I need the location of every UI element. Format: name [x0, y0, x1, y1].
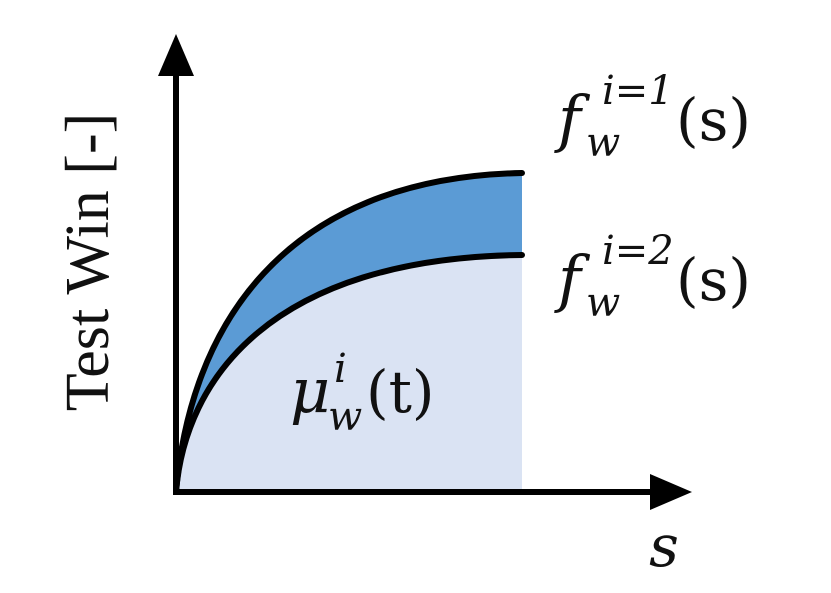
- upper-label-sup: i=1: [602, 68, 674, 114]
- lower-curve-label: f i=2 w (s): [554, 228, 751, 326]
- y-axis-arrow: [158, 34, 194, 76]
- upper-label-arg: (s): [676, 86, 751, 154]
- lower-label-sub: w: [586, 280, 620, 326]
- x-axis-arrow: [650, 474, 692, 510]
- lower-label-arg: (s): [676, 246, 751, 314]
- y-axis-label: Test Win [-]: [54, 113, 122, 412]
- lower-curve: [173, 252, 525, 495]
- upper-curve: [173, 170, 525, 495]
- lower-curve-area: [176, 255, 522, 492]
- area-label-base: μ: [290, 354, 330, 427]
- area-label: μ i w (t): [290, 346, 435, 440]
- area-label-arg: (t): [366, 358, 435, 426]
- lower-label-sup: i=2: [602, 228, 674, 274]
- gap-band: [176, 173, 522, 492]
- upper-label-sub: w: [586, 120, 620, 166]
- x-axis-label: s: [649, 512, 679, 580]
- area-label-sup: i: [334, 346, 347, 392]
- area-label-sub: w: [328, 394, 362, 440]
- upper-curve-label: f i=1 w (s): [554, 68, 751, 166]
